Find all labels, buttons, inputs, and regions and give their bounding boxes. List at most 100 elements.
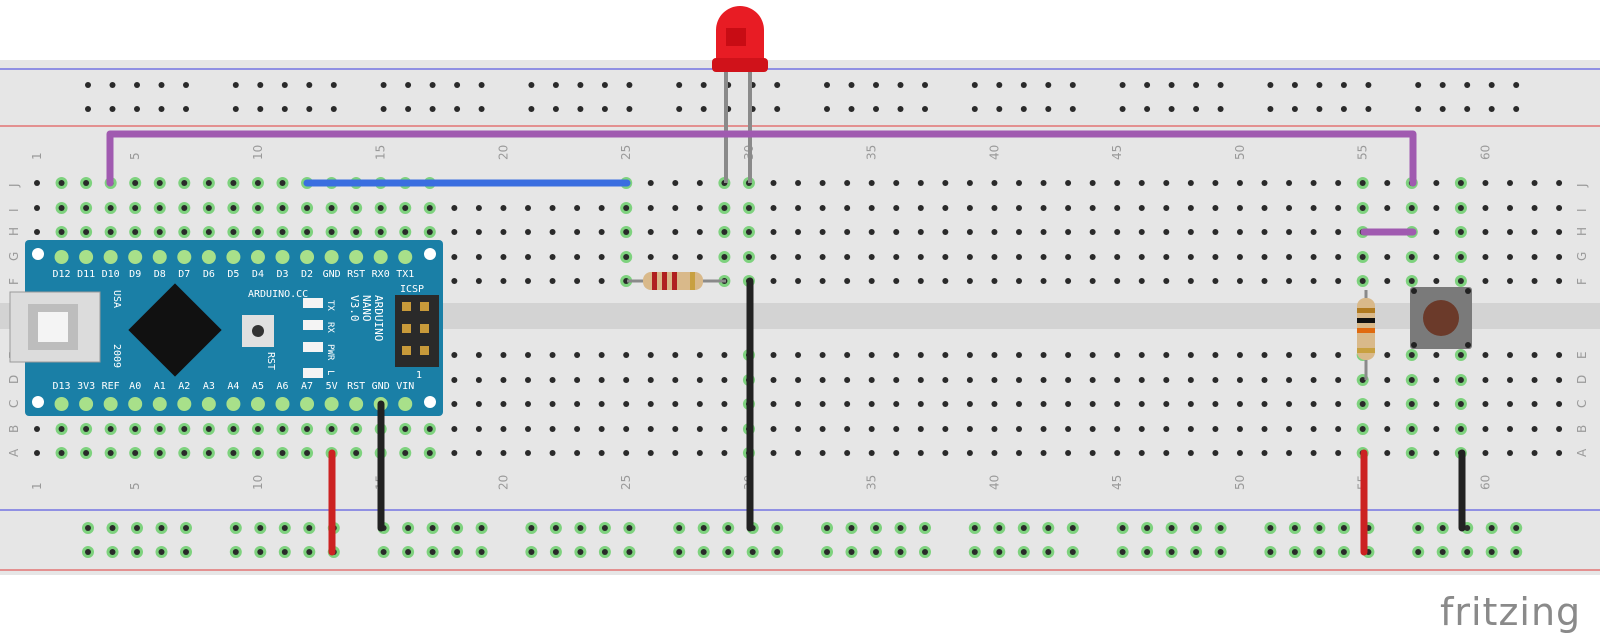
arduino-nano-board (25, 240, 443, 416)
hole (844, 377, 851, 383)
hole (942, 352, 949, 358)
header-pin (152, 250, 167, 264)
hole (1507, 205, 1513, 211)
hole (844, 352, 851, 358)
hole (304, 426, 311, 432)
hole (353, 426, 360, 432)
hole (230, 229, 237, 235)
hole (1138, 205, 1145, 211)
rail-hole (1045, 525, 1052, 531)
rail-hole (971, 82, 978, 88)
hole (1016, 377, 1022, 383)
hole (598, 278, 605, 284)
hole (623, 401, 630, 407)
hole (1065, 254, 1072, 260)
hole (795, 377, 802, 383)
hole (1531, 278, 1538, 284)
hole (770, 254, 777, 260)
hole (205, 229, 212, 235)
icsp-pin (420, 346, 429, 355)
rail-hole (922, 82, 928, 88)
rail-hole (1439, 549, 1446, 555)
rail-hole (281, 525, 288, 531)
rail-hole (749, 549, 756, 555)
hole (795, 401, 802, 407)
hole (1261, 180, 1268, 186)
hole (1114, 180, 1121, 186)
hole (696, 254, 703, 260)
purple-wire (106, 130, 1417, 187)
hole (107, 450, 114, 456)
row-letter: B (7, 425, 21, 433)
hole (1114, 401, 1121, 407)
pin-label: D5 (227, 269, 239, 280)
row-letter: D (7, 375, 21, 384)
rail-hole (897, 525, 904, 531)
rail-hole (158, 549, 165, 555)
hole (181, 205, 188, 211)
hole (917, 254, 924, 260)
hole (1507, 450, 1513, 456)
rail-hole (1217, 549, 1224, 555)
rail-hole (1365, 82, 1372, 88)
push-button-corner (1465, 342, 1471, 348)
hole (696, 352, 703, 358)
rail-hole (552, 106, 559, 112)
hole (1556, 426, 1563, 432)
rail-hole (774, 525, 781, 531)
rail-hole (626, 549, 633, 555)
rail-hole (1415, 106, 1422, 112)
hole (770, 180, 777, 186)
hole (1286, 401, 1293, 407)
status-led (303, 298, 323, 308)
hole (623, 426, 630, 432)
rail-hole (405, 549, 412, 555)
hole (1384, 377, 1391, 383)
hole (1310, 229, 1317, 235)
hole (549, 278, 556, 284)
pin-label: D8 (154, 269, 166, 280)
rail-hole (1439, 525, 1446, 531)
hole (795, 180, 802, 186)
rail-hole (183, 106, 189, 112)
hole (1163, 180, 1170, 186)
hole (819, 180, 826, 186)
rail-hole (1488, 82, 1495, 88)
row-letter: I (7, 208, 21, 212)
hole (917, 450, 924, 456)
hole (942, 401, 949, 407)
hole (844, 426, 851, 432)
hole (1335, 180, 1342, 186)
hole (1089, 278, 1096, 284)
hole (844, 278, 851, 284)
hole (1433, 377, 1440, 383)
pin-label: A6 (276, 381, 288, 392)
column-number: 50 (1233, 145, 1247, 160)
rail-hole (1415, 82, 1422, 88)
hole (1310, 450, 1317, 456)
hole (893, 278, 900, 284)
hole (1457, 426, 1464, 432)
hole (1408, 377, 1415, 383)
hole (181, 229, 188, 235)
hole (230, 450, 237, 456)
header-pin (275, 397, 290, 411)
hole (475, 254, 482, 260)
row-letter: H (1575, 227, 1589, 236)
hole (1286, 377, 1293, 383)
rail-hole (109, 525, 116, 531)
hole (475, 278, 482, 284)
hole (156, 180, 163, 186)
rail-hole (577, 549, 584, 555)
pin-label: 3V3 (77, 381, 95, 392)
hole (279, 229, 286, 235)
header-pin (226, 250, 241, 264)
led-label: RX (325, 322, 335, 333)
hole (1187, 426, 1194, 432)
status-led (303, 368, 323, 378)
hole (1016, 401, 1022, 407)
hole (353, 229, 360, 235)
hole (1531, 352, 1538, 358)
hole (844, 254, 851, 260)
hole (402, 229, 409, 235)
